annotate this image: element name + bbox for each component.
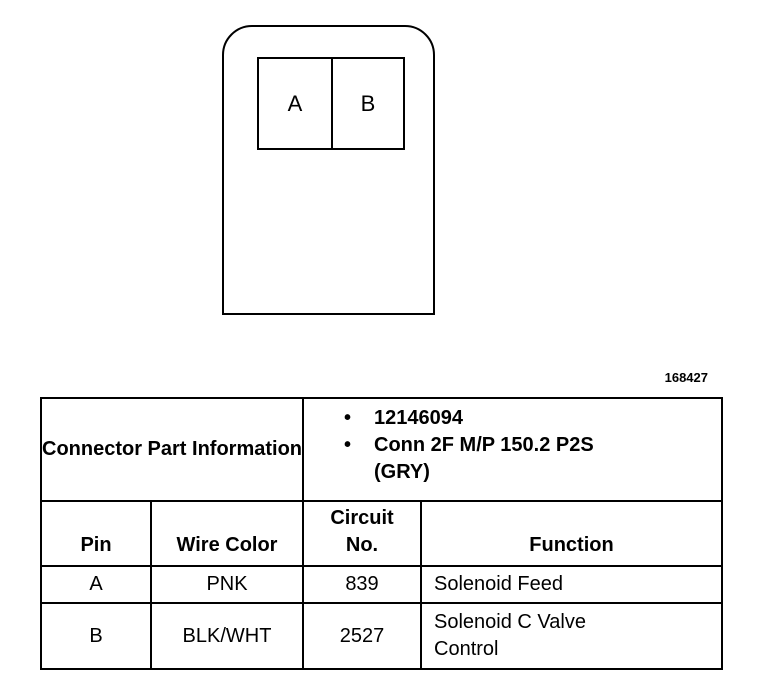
part-info-cell: 12146094 Conn 2F M/P 150.2 P2S (GRY) [304, 399, 721, 502]
header-circuit: Circuit No. [304, 502, 422, 567]
row-a-wire-color: PNK [152, 567, 304, 604]
figure-number: 168427 [664, 370, 708, 385]
connector-cavity: A B [257, 57, 405, 150]
header-function: Function [422, 502, 721, 567]
pin-a-label: A [259, 59, 333, 148]
row-b-wire-color: BLK/WHT [152, 604, 304, 668]
pin-b-label: B [360, 90, 376, 116]
row-b-pin: B [42, 604, 152, 668]
row-a-function: Solenoid Feed [422, 567, 721, 604]
header-pin: Pin [42, 502, 152, 567]
row-b-circuit: 2527 [304, 604, 422, 668]
row-a-pin: A [42, 567, 152, 604]
part-number: 12146094 [344, 405, 721, 432]
row-b-function: Solenoid C Valve Control [434, 611, 586, 660]
connector-face-diagram [222, 25, 435, 315]
connector-table: Connector Part Information 12146094 Conn… [40, 397, 723, 670]
row-a-circuit: 839 [304, 567, 422, 604]
header-wire-color: Wire Color [152, 502, 304, 567]
connector-description: Conn 2F M/P 150.2 P2S (GRY) [344, 432, 624, 486]
part-info-label: Connector Part Information [42, 399, 304, 502]
